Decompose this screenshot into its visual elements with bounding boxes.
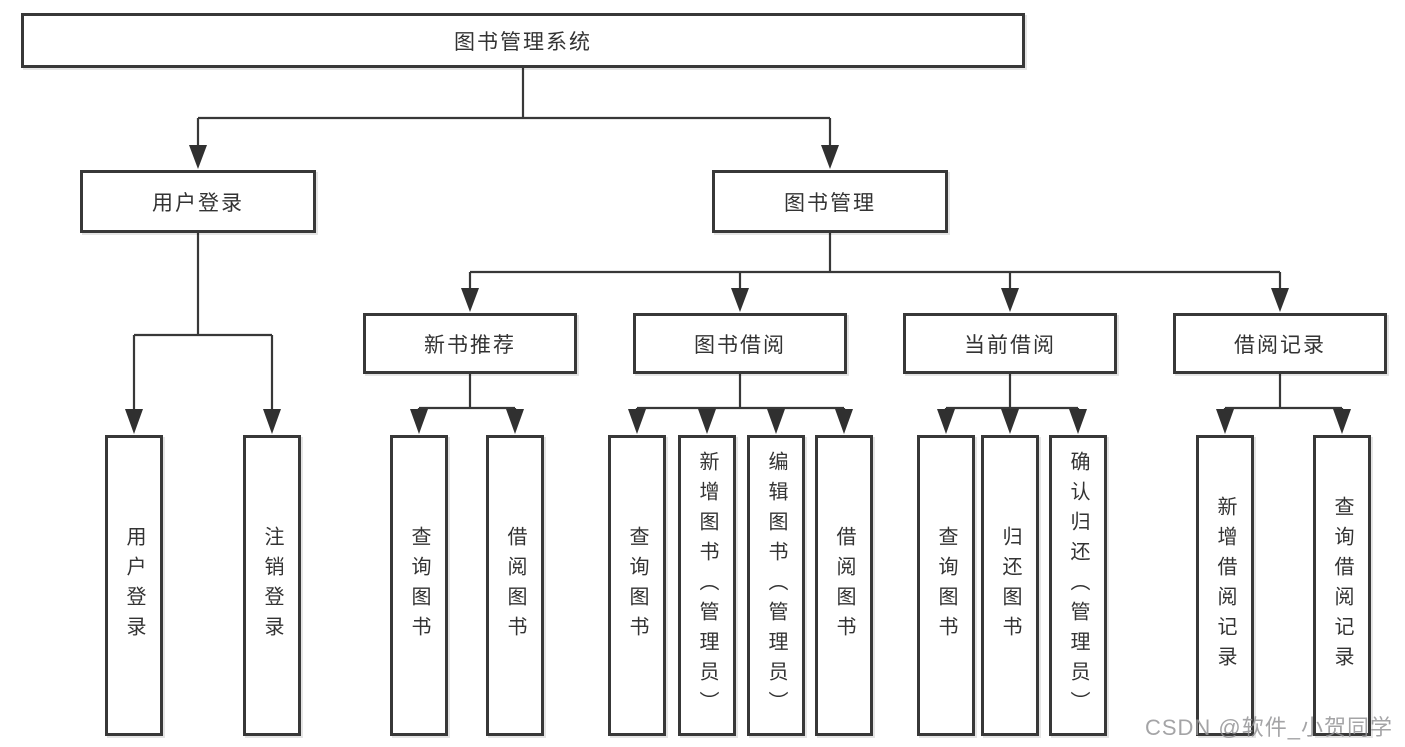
leaf-br-add-record: 新增借阅记录: [1196, 435, 1254, 736]
leaf-cb-return-book: 归还图书: [981, 435, 1039, 736]
connector-userlogin-to-leaves: [132, 233, 274, 414]
node-user-login: 用户登录: [80, 170, 316, 233]
node-borrow-record-label: 借阅记录: [1234, 333, 1326, 357]
leaf-br-query-record: 查询借阅记录: [1313, 435, 1371, 736]
leaf-bb-borrow-book-label: 借阅图书: [833, 525, 855, 646]
node-book-borrow-label: 图书借阅: [694, 333, 786, 357]
leaf-cb-confirm-return-label: 确认归还（管理员）: [1067, 450, 1089, 721]
node-borrow-record: 借阅记录: [1173, 313, 1387, 374]
connector-currentborrow-to-leaves: [944, 374, 1080, 414]
connector-newbook-to-leaves: [417, 374, 517, 414]
node-book-management-label: 图书管理: [784, 191, 876, 215]
leaf-bb-add-book-label: 新增图书（管理员）: [696, 450, 718, 721]
connector-bookmgmt-to-level3: [468, 233, 1282, 293]
leaf-logout-label: 注销登录: [261, 525, 283, 646]
leaf-bb-borrow-book: 借阅图书: [815, 435, 873, 736]
leaf-bb-edit-book-label: 编辑图书（管理员）: [765, 450, 787, 721]
leaf-logout: 注销登录: [243, 435, 301, 736]
leaf-user-login: 用户登录: [105, 435, 163, 736]
leaf-bb-add-book: 新增图书（管理员）: [678, 435, 736, 736]
leaf-cb-query-book: 查询图书: [917, 435, 975, 736]
node-current-borrow: 当前借阅: [903, 313, 1117, 374]
node-root-label: 图书管理系统: [454, 30, 592, 54]
arrowheads: [125, 145, 1351, 434]
leaf-bb-query-book-label: 查询图书: [626, 525, 648, 646]
leaf-br-add-record-label: 新增借阅记录: [1214, 495, 1236, 676]
node-new-book-recommend: 新书推荐: [363, 313, 577, 374]
connector-root-to-level2: [196, 68, 832, 150]
leaf-cb-query-book-label: 查询图书: [935, 525, 957, 646]
leaf-nb-query-book: 查询图书: [390, 435, 448, 736]
connector-bookborrow-to-leaves: [635, 374, 846, 414]
leaf-bb-edit-book: 编辑图书（管理员）: [747, 435, 805, 736]
node-root: 图书管理系统: [21, 13, 1025, 68]
leaf-cb-confirm-return: 确认归还（管理员）: [1049, 435, 1107, 736]
node-current-borrow-label: 当前借阅: [964, 333, 1056, 357]
leaf-bb-query-book: 查询图书: [608, 435, 666, 736]
csdn-watermark: CSDN @软件_小贺同学: [1144, 715, 1393, 740]
leaf-nb-borrow-book-label: 借阅图书: [504, 525, 526, 646]
connector-borrowrecord-to-leaves: [1223, 374, 1344, 414]
leaf-nb-borrow-book: 借阅图书: [486, 435, 544, 736]
node-book-management: 图书管理: [712, 170, 948, 233]
leaf-nb-query-book-label: 查询图书: [408, 525, 430, 646]
node-user-login-label: 用户登录: [152, 191, 244, 215]
node-new-book-recommend-label: 新书推荐: [424, 333, 516, 357]
leaf-user-login-label: 用户登录: [123, 525, 145, 646]
leaf-cb-return-book-label: 归还图书: [999, 525, 1021, 646]
node-book-borrow: 图书借阅: [633, 313, 847, 374]
leaf-br-query-record-label: 查询借阅记录: [1331, 495, 1353, 676]
